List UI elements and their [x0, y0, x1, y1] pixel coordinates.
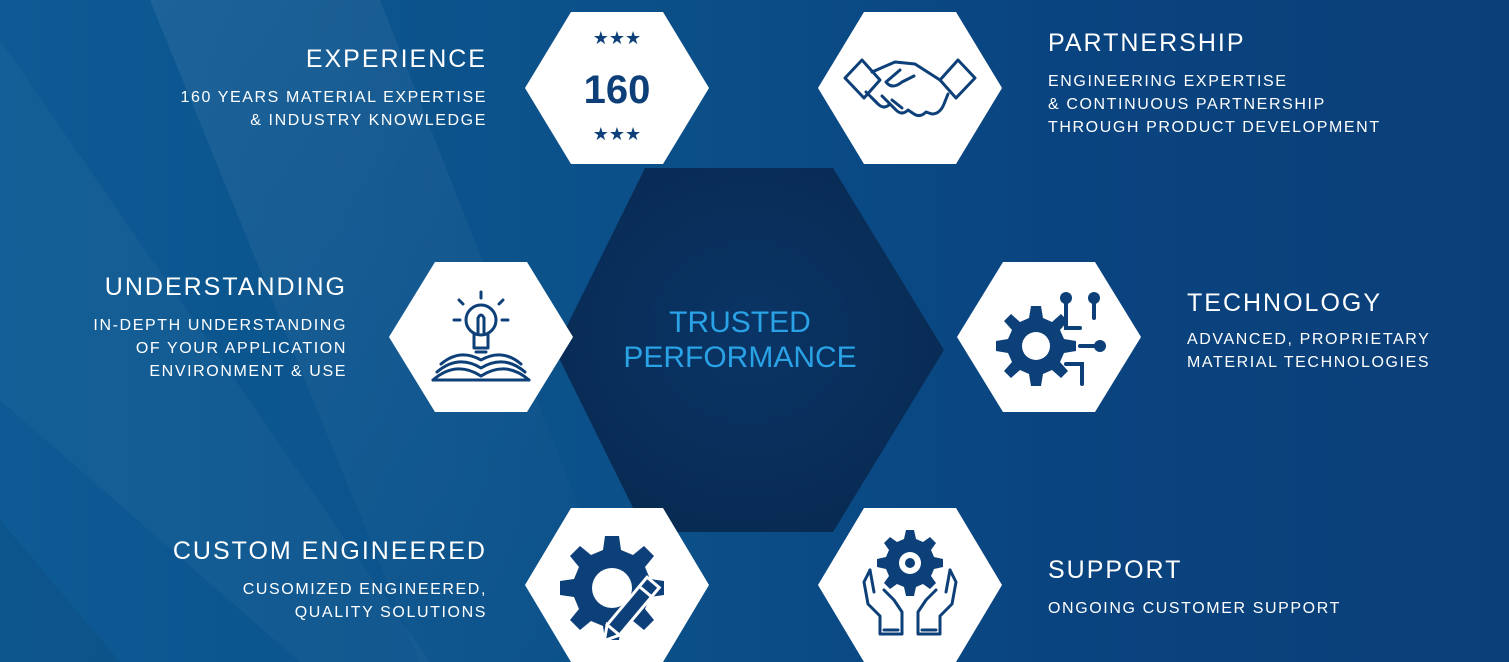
understanding-hexagon	[389, 262, 573, 412]
experience-block: EXPERIENCE 160 YEARS MATERIAL EXPERTISE …	[27, 44, 487, 132]
custom-engineered-title: CUSTOM ENGINEERED	[172, 537, 487, 565]
experience-desc: 160 YEARS MATERIAL EXPERTISE & INDUSTRY …	[180, 89, 487, 129]
partnership-hexagon	[818, 12, 1002, 164]
lightbulb-book-icon	[431, 290, 531, 382]
center-hexagon	[555, 168, 944, 532]
partnership-block: PARTNERSHIP ENGINEERING EXPERTISE & CONT…	[1048, 28, 1503, 139]
svg-text:★★★: ★★★	[593, 124, 641, 145]
technology-title: TECHNOLOGY	[1187, 289, 1383, 317]
custom-engineered-hexagon	[525, 508, 709, 662]
gear-pencil-icon	[560, 536, 664, 643]
support-title: SUPPORT	[1048, 556, 1183, 584]
custom-engineered-block: CUSTOM ENGINEERED CUSOMIZED ENGINEERED, …	[27, 536, 487, 624]
badge-number: 160	[584, 68, 651, 112]
support-desc: ONGOING CUSTOMER SUPPORT	[1048, 600, 1341, 617]
understanding-block: UNDERSTANDING IN-DEPTH UNDERSTANDING OF …	[2, 272, 347, 383]
handshake-icon	[843, 58, 977, 118]
experience-hexagon: ★★★ 160 ★★★	[525, 12, 709, 164]
svg-text:★★★: ★★★	[593, 28, 641, 49]
gear-circuit-icon	[996, 292, 1106, 386]
160-years-badge-icon: ★★★ 160 ★★★	[584, 28, 651, 145]
technology-desc: ADVANCED, PROPRIETARY MATERIAL TECHNOLOG…	[1187, 331, 1431, 371]
experience-title: EXPERIENCE	[305, 45, 487, 73]
hands-gear-icon	[862, 530, 958, 636]
partnership-title: PARTNERSHIP	[1048, 29, 1246, 57]
technology-hexagon	[957, 262, 1141, 412]
partnership-desc: ENGINEERING EXPERTISE & CONTINUOUS PARTN…	[1048, 73, 1381, 136]
technology-block: TECHNOLOGY ADVANCED, PROPRIETARY MATERIA…	[1187, 288, 1509, 374]
understanding-title: UNDERSTANDING	[104, 273, 347, 301]
support-block: SUPPORT ONGOING CUSTOMER SUPPORT	[1048, 555, 1488, 620]
custom-engineered-desc: CUSOMIZED ENGINEERED, QUALITY SOLUTIONS	[242, 581, 487, 621]
center-title: TRUSTED PERFORMANCE	[623, 306, 857, 374]
support-hexagon	[818, 508, 1002, 662]
understanding-desc: IN-DEPTH UNDERSTANDING OF YOUR APPLICATI…	[93, 317, 347, 380]
